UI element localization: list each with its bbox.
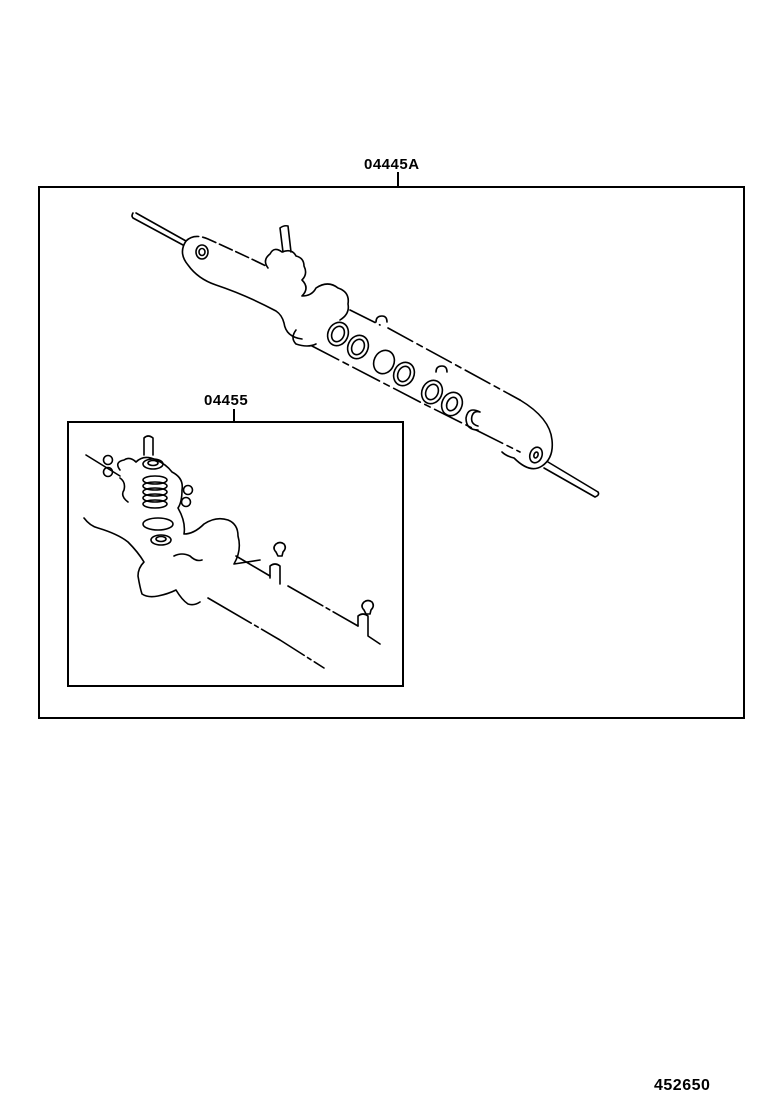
- outer-kit-box: [38, 186, 745, 719]
- callout-label-04445A: 04445A: [364, 156, 420, 173]
- callout-label-04455: 04455: [204, 392, 249, 409]
- leader-line-04455: [233, 409, 235, 423]
- inner-kit-box: [67, 421, 404, 687]
- leader-line-04445A: [397, 172, 399, 188]
- valve-body-detail: [83, 435, 381, 669]
- seal-rings: [326, 321, 481, 431]
- steering-rack-assembly: [131, 212, 600, 498]
- illustration-number: 452650: [654, 1077, 711, 1094]
